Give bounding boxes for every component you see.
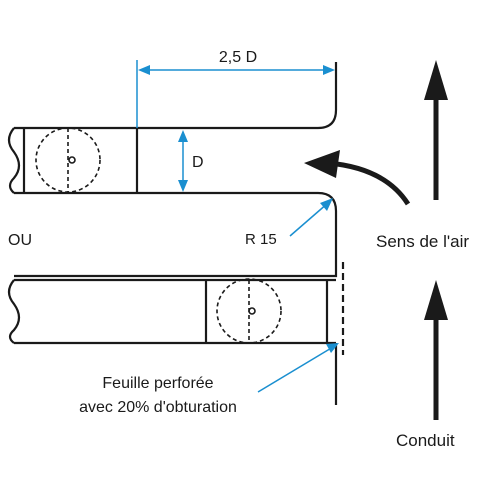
ou-label: OU [8,232,32,249]
airflow-label: Sens de l'air [376,232,469,251]
upper-probe [7,62,338,278]
upper-probe-top-wall [14,62,338,130]
duct-wall [334,262,345,405]
upper-sensor-center [68,156,76,164]
radius-leader-arrow [320,198,333,211]
lower-sensor-element [216,278,282,344]
plate-label-line1: Feuille perforée [102,375,213,392]
air-arrow-bottom-head [424,280,448,320]
dim-height-label: D [192,154,204,171]
dim-width-arrow-left [138,65,150,75]
airflow-curved-arrow-shaft [327,160,411,206]
upper-probe-bottom-wall [14,191,338,278]
airflow-curved-arrow [304,150,411,206]
plate-label-line2: avec 20% d'obturation [79,399,237,416]
radius-label: R 15 [245,231,277,248]
plate-leader-arrow [326,343,339,353]
lower-probe [7,278,336,345]
air-arrow-top-head [424,60,448,100]
lower-sensor-dashed-circle [216,278,282,344]
dim-height-arrow-top [178,130,188,142]
dim-height-arrow-bottom [178,180,188,192]
plate-leader-line [257,346,334,393]
radius-leader-line [289,202,329,237]
dimensions [136,60,339,393]
airflow-curved-arrow-head [304,150,340,178]
air-direction-arrows [424,60,448,420]
upper-sensor-element [35,127,101,193]
lower-sensor-center [248,307,256,315]
dim-width-label: 2,5 D [219,49,257,66]
duct-label: Conduit [396,431,455,450]
dim-width-arrow-right [323,65,335,75]
lower-probe-break [7,279,21,344]
upper-probe-break [7,127,21,194]
